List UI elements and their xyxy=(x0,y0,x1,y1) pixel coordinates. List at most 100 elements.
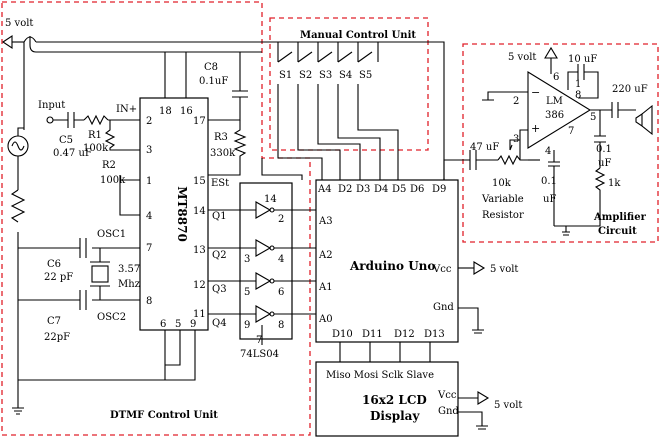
inverter-ic-body xyxy=(239,182,293,340)
oscillator-section: C6 22 pF C7 22pF 3.57 Mhz OSC1 OSC2 xyxy=(44,229,140,343)
crystal-unit: Mhz xyxy=(118,279,140,290)
amp-5v-label: 5 volt xyxy=(508,52,536,63)
lcd-vcc-arrow-icon xyxy=(477,391,490,405)
pin-11: 11 xyxy=(193,309,206,320)
pin-d5: D5 xyxy=(392,184,406,195)
amp-title-1: Amplifier xyxy=(593,212,647,223)
lm386-opamp-icon xyxy=(527,71,592,149)
est-label: ESt xyxy=(211,178,229,189)
c01b-value: 0.1 xyxy=(541,176,557,187)
dtmf-input-section: Input C5 0.47 uF R1 100k R2 100k IN+ xyxy=(38,100,140,216)
pin-15: 15 xyxy=(193,176,206,187)
opamp-plus: + xyxy=(531,122,540,135)
switch-s5: S5 xyxy=(359,70,372,81)
arduino-ground-icon xyxy=(458,307,484,334)
c10u-label: 10 uF xyxy=(568,54,597,65)
lcd-body xyxy=(315,361,459,437)
crystal-icon xyxy=(91,265,109,283)
pin-a4: A4 xyxy=(317,184,332,195)
r3-label: R3 xyxy=(214,132,228,143)
c6-value: 22 pF xyxy=(44,272,73,283)
c7-icon xyxy=(79,290,87,310)
left-sensor-branch xyxy=(7,127,165,415)
crystal-freq: 3.57 xyxy=(118,264,140,275)
r2-label: R2 xyxy=(102,160,116,171)
inv-pin-7: 7 xyxy=(256,335,262,346)
pin-5: 5 xyxy=(175,319,181,330)
c5-label: C5 xyxy=(59,135,73,146)
pin-2: 2 xyxy=(146,116,152,127)
pin-a3: A3 xyxy=(318,216,333,227)
r1-icon xyxy=(83,114,109,126)
amp-title-2: Circuit xyxy=(598,226,637,237)
inverter-gate-3 xyxy=(255,272,272,290)
pin-17: 17 xyxy=(193,116,206,127)
pin-16: 16 xyxy=(180,106,193,117)
q3-label: Q3 xyxy=(212,284,227,295)
lcd-vcc-label: Vcc xyxy=(437,390,457,401)
lm386-label-2: 386 xyxy=(545,110,564,121)
inv-in-3: 5 xyxy=(244,287,250,298)
dtmf-unit-title: DTMF Control Unit xyxy=(110,410,218,421)
pin-4: 4 xyxy=(146,211,152,222)
amp-power-arrow-icon xyxy=(544,46,558,59)
r1k-label: 1k xyxy=(608,178,621,189)
r1-label: R1 xyxy=(88,130,102,141)
power-label-left: 5 volt xyxy=(5,18,33,29)
inv-in-4: 9 xyxy=(244,320,250,331)
lcd-display: Miso Mosi Sclk Slave 16x2 LCD Display Vc… xyxy=(315,361,522,437)
q2-label: Q2 xyxy=(212,250,227,261)
r3-value: 330k xyxy=(210,148,236,159)
c47u-label: 47 uF xyxy=(470,142,499,153)
mt8870-body xyxy=(139,97,209,331)
input-label: Input xyxy=(38,100,65,111)
inv-out-1: 2 xyxy=(278,214,284,225)
pin-d12: D12 xyxy=(394,329,415,340)
lcd-title: 16x2 LCD xyxy=(362,393,427,407)
resistor-icon xyxy=(10,189,26,223)
lcd-vcc-5v: 5 volt xyxy=(494,400,522,411)
lcd-gnd-label: Gnd xyxy=(438,406,459,417)
lm-pin-7: 7 xyxy=(568,126,574,137)
c8-label: C8 xyxy=(204,62,218,73)
c7-label: C7 xyxy=(47,316,61,327)
pin-9: 9 xyxy=(190,319,196,330)
amp-ground-icon xyxy=(554,210,601,236)
c01b-unit: uF xyxy=(543,194,556,205)
input-terminal-icon xyxy=(46,116,54,124)
osc2-label: OSC2 xyxy=(97,312,126,323)
pin-3: 3 xyxy=(146,145,152,156)
lcd-subtitle: Display xyxy=(370,409,420,423)
lm-pin-8: 8 xyxy=(575,90,581,101)
pin-13: 13 xyxy=(193,245,206,256)
opamp-minus: − xyxy=(531,86,540,99)
pin-a0: A0 xyxy=(318,314,333,325)
inv-in-2: 3 xyxy=(244,254,250,265)
osc1-label: OSC1 xyxy=(97,229,126,240)
amplifier-circuit: 47 uF 10k Variable Resistor 5 volt LM 38… xyxy=(443,46,653,237)
inverter-section: Q1 Q2 Q3 Q4 14 3 5 9 2 4 6 8 7 74LS04 xyxy=(208,182,316,360)
c5-value: 0.47 uF xyxy=(53,148,92,159)
switch-s3: S3 xyxy=(319,70,332,81)
pin-d11: D11 xyxy=(362,329,383,340)
c01a-value: 0.1 xyxy=(596,144,612,155)
lm-pin-6: 6 xyxy=(553,72,559,83)
pin-7: 7 xyxy=(146,243,152,254)
pin-12: 12 xyxy=(193,280,206,291)
pin-d4: D4 xyxy=(374,184,388,195)
inv-out-4: 8 xyxy=(278,320,284,331)
speaker-icon xyxy=(635,112,643,128)
q1-label: Q1 xyxy=(212,211,227,222)
pin-d6: D6 xyxy=(410,184,424,195)
lm-pin-3: 3 xyxy=(513,134,519,145)
r1-value: 100k xyxy=(83,143,109,154)
pin-14: 14 xyxy=(193,206,206,217)
inv-out-3: 6 xyxy=(278,287,284,298)
r3-icon xyxy=(208,120,247,176)
vr-label-2: Resistor xyxy=(482,210,524,221)
pin-18: 18 xyxy=(159,106,172,117)
pin-d13: D13 xyxy=(424,329,445,340)
c01a-unit: uF xyxy=(598,158,611,169)
pin-d9: D9 xyxy=(432,184,446,195)
